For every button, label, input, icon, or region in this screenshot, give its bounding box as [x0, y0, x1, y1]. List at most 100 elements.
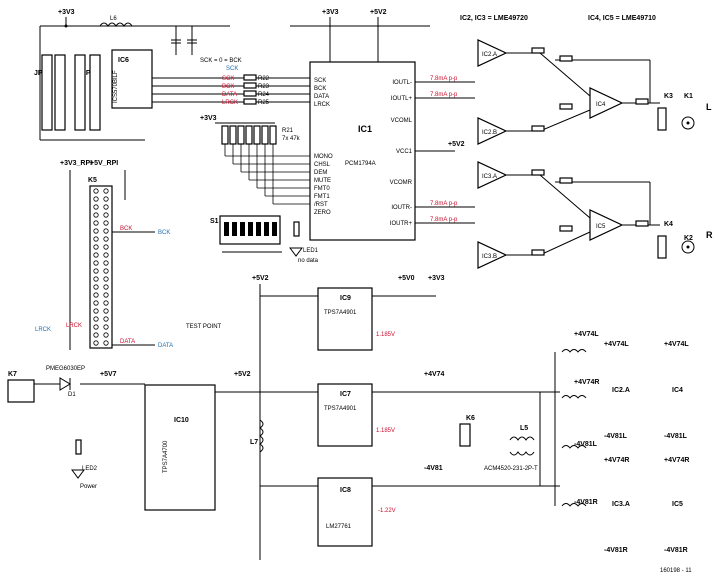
k5-pin [103, 244, 109, 250]
k5-pin [93, 332, 99, 338]
rail-4v74r: +4V74R [574, 379, 600, 386]
ic9-part: TPS7A4901 [324, 310, 357, 316]
ic1-pin-zero: ZERO [314, 210, 331, 216]
k5-pin [103, 252, 109, 258]
ic6-clock-chip: IC6 ICS570BILF [111, 49, 310, 109]
k5-pin [93, 308, 99, 314]
k5-pin [93, 260, 99, 266]
r22-label: R22 [258, 76, 270, 82]
ic6-part: ICS570BILF [113, 70, 119, 103]
ic9-ref: IC9 [340, 295, 351, 302]
rail-4v74: +4V74 [424, 371, 445, 378]
rail-4v74l: +4V74L [574, 331, 599, 338]
r25-label: R25 [258, 100, 270, 106]
ic1-pin-ioutl: IOUTL- [392, 80, 412, 86]
k5-pin [93, 236, 99, 242]
connector-k2: K2 R [681, 230, 713, 254]
ic7-ldo: IC7 TPS7A4901 [317, 383, 373, 447]
ic8-charge-pump: IC8 LM27761 [317, 477, 373, 547]
no-data-label: no data [298, 258, 319, 264]
ic1-pin-mute: MUTE [314, 178, 331, 184]
d1-label: D1 [68, 392, 76, 398]
ic1-pin-ioutr: IOUTR+ [390, 221, 413, 227]
current-labels: 7.8mA p-p 7.8mA p-p 7.8mA p-p 7.8mA p-p [430, 76, 458, 223]
k5-pin [103, 332, 109, 338]
ic9-vfb: 1.185V [376, 332, 395, 338]
k5-pin [103, 220, 109, 226]
sck-note: SCK = 0 = BCK [200, 58, 242, 64]
note-ic4-ic5: IC4, IC5 = LME49710 [588, 15, 656, 22]
ic1-part: PCM1794A [345, 161, 376, 167]
k5-pin [103, 260, 109, 266]
ic3b-label: IC3.B [482, 254, 497, 260]
k5-data-red: DATA [120, 339, 135, 345]
ic1-ref: IC1 [358, 124, 372, 134]
k1-label: K1 [684, 93, 693, 100]
ic8-part: LM27761 [326, 524, 352, 530]
ic1-pin-vcomr: VCOMR [390, 180, 413, 186]
ic9-ldo: IC9 TPS7A4901 [317, 287, 373, 351]
ic1-pin-ioutr: IOUTR- [391, 205, 412, 211]
decoupling-caps-top [171, 26, 197, 55]
connector-k1: K1 L [681, 93, 712, 130]
test-point-label: TEST POINT [186, 324, 222, 330]
k5-pin [103, 340, 109, 346]
s1-label: S1 [210, 218, 219, 225]
connector-k3: K3 [657, 93, 673, 131]
current-label-4: 7.8mA p-p [430, 217, 458, 223]
ic6-ref: IC6 [118, 57, 129, 64]
inductor-l6-label: L6 [110, 16, 117, 22]
k5-pin [93, 212, 99, 218]
k5-pin [103, 316, 109, 322]
k5-pin [103, 308, 109, 314]
common-mode-choke-l5: L5 ACM4520-231-2P-T [484, 425, 538, 472]
sig-bck: BCK [222, 84, 234, 90]
r21-value: 7x 47k [282, 136, 301, 142]
rail-5v2-ic1: +5V2 [370, 9, 387, 16]
rail-m4v81l-ic2: -4V81L [604, 433, 628, 440]
rail-5v2-vcc1: +5V2 [448, 141, 465, 148]
rail-5v2-ic10: +5V2 [234, 371, 251, 378]
r21-label: R21 [282, 128, 294, 134]
ic1-pin-fmt1: FMT1 [314, 194, 330, 200]
rail-m4v81r-ic5: -4V81R [664, 547, 688, 554]
k5-pin [93, 268, 99, 274]
rail-4v74r-ic5: +4V74R [664, 457, 690, 464]
k5-pin [93, 316, 99, 322]
rail-5v-rpi: +5V_RPI [90, 160, 118, 167]
filter-wiring-left [506, 47, 660, 132]
ic1-pin-rst: /RST [314, 202, 328, 208]
jp2-label: JP2 [82, 70, 95, 77]
ic1-pin-ioutl: IOUTL+ [391, 96, 413, 102]
k5-pin [93, 252, 99, 258]
k5-label: K5 [88, 177, 97, 184]
k5-pin [93, 196, 99, 202]
opamp-power-pins: IC2.A IC4 IC3.A IC5 [612, 387, 683, 508]
k5-pin [103, 212, 109, 218]
k5-pin [103, 236, 109, 242]
rail-4v74l-ic4: +4V74L [664, 341, 689, 348]
led1-nodata: LED1 no data [289, 221, 319, 264]
led2-label: LED2 [82, 466, 98, 472]
k5-pin [103, 292, 109, 298]
drawing-code: 160198 - 11 [660, 568, 692, 574]
pwr-ic3: IC3.A [612, 501, 630, 508]
k5-lrck-red: LRCK [66, 323, 82, 329]
jumper-jp2: JP2 [74, 54, 101, 131]
k5-pin [93, 300, 99, 306]
inductor-l7: L7 [250, 439, 258, 446]
sig-data: DATA [222, 92, 237, 98]
rail-3v3-ps: +3V3 [428, 275, 445, 282]
rail-3v3-rpi: +3V3_RPI [60, 160, 92, 167]
l5-label: L5 [520, 425, 528, 432]
ic1-pin-vcoml: VCOML [391, 118, 413, 124]
rail-labels-right: +4V74L +4V74R -4V81L -4V81R +4V74L +4V74… [574, 331, 690, 554]
k3-label: K3 [664, 93, 673, 100]
ic1-pin-fmt0: FMT0 [314, 186, 330, 192]
rail-5v0: +5V0 [398, 275, 415, 282]
l5-part: ACM4520-231-2P-T [484, 466, 538, 472]
r24-label: R24 [258, 92, 270, 98]
ic10-ldo: IC10 TPS7A4700 [144, 384, 216, 511]
